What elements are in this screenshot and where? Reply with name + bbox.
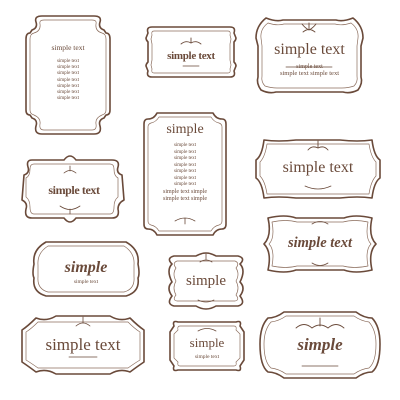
label-frame-9 bbox=[168, 252, 244, 310]
label-11-subtitle: simple text bbox=[194, 354, 220, 360]
label-11-title: simple bbox=[189, 335, 225, 350]
label-frame-10 bbox=[21, 315, 145, 375]
label-8-title: simple text bbox=[287, 235, 353, 251]
label-frame-8 bbox=[263, 215, 377, 273]
label-1-title: simple text bbox=[51, 43, 85, 52]
label-1-line: simple text bbox=[56, 77, 80, 83]
label-1-line: simple text bbox=[56, 59, 80, 64]
label-4-title: simple bbox=[166, 122, 204, 137]
label-1-line: simple text bbox=[56, 83, 80, 89]
label-frame-4 bbox=[143, 112, 227, 236]
label-4-line: simple text bbox=[173, 175, 197, 181]
label-4-line: simple text bbox=[173, 149, 197, 155]
label-frame-2 bbox=[145, 26, 237, 78]
label-1-line: simple text bbox=[56, 89, 80, 95]
label-3-title: simple text bbox=[274, 41, 345, 58]
label-1-line: simple text bbox=[56, 71, 80, 77]
label-6-title: simple text bbox=[282, 159, 354, 176]
label-4-line: simple text bbox=[173, 162, 197, 168]
label-12-title: simple bbox=[297, 335, 343, 354]
label-frame-5 bbox=[21, 155, 125, 223]
label-frame-3 bbox=[255, 17, 364, 94]
label-frame-7 bbox=[32, 241, 140, 297]
label-9-title: simple bbox=[186, 273, 226, 289]
label-10-title: simple text bbox=[45, 335, 121, 354]
label-4-line: simple text bbox=[173, 143, 197, 148]
label-frame-12 bbox=[259, 311, 381, 379]
label-1-lines: simple text simple text simple text simp… bbox=[38, 59, 98, 101]
label-1-line: simple text bbox=[56, 96, 80, 102]
label-3-subtitle: simple text bbox=[296, 64, 323, 70]
label-7-subtitle: simple text bbox=[73, 279, 99, 285]
label-4-line: simple text simple bbox=[163, 196, 207, 202]
label-4-line: simple text simple bbox=[163, 188, 207, 195]
label-4-line: simple text bbox=[173, 182, 197, 187]
label-frame-11 bbox=[169, 320, 245, 372]
label-7-title: simple bbox=[64, 259, 108, 276]
label-4-line: simple text bbox=[173, 156, 197, 161]
label-4-lines: simple text simple text simple text simp… bbox=[144, 143, 226, 202]
label-4-line: simple text bbox=[173, 169, 197, 174]
label-5-title: simple text bbox=[48, 183, 100, 197]
label-frame-6 bbox=[255, 139, 381, 199]
label-frame-1 bbox=[25, 15, 111, 135]
label-3-caption: simple text simple text bbox=[279, 70, 340, 77]
label-1-line: simple text bbox=[56, 65, 80, 71]
label-2-title: simple text bbox=[167, 50, 215, 62]
